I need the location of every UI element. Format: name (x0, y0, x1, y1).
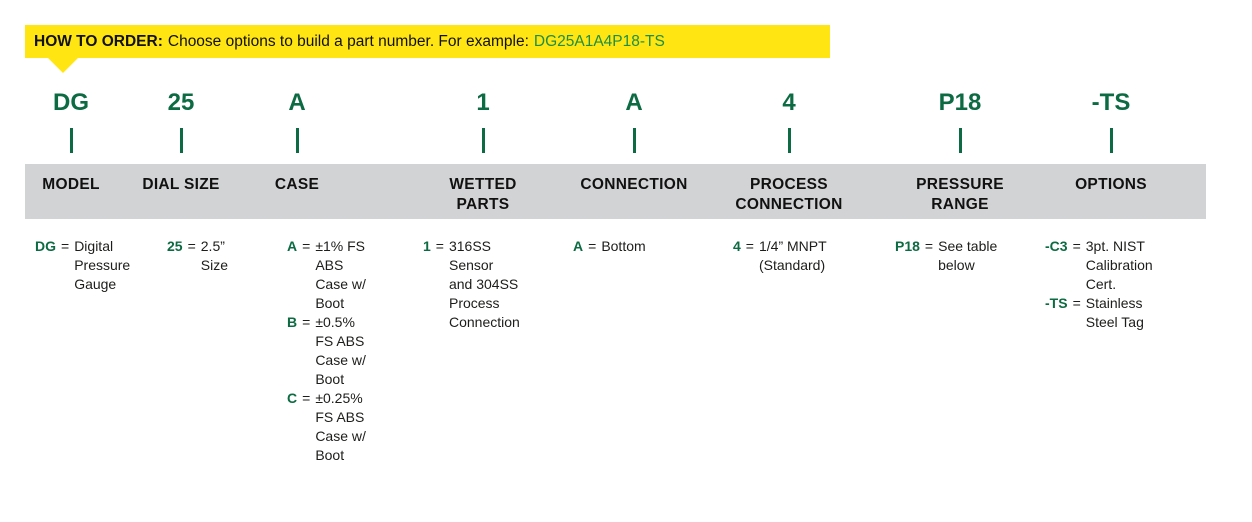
part-code-pressure-range: P18 (938, 89, 982, 116)
column-header-options: OPTIONS (1075, 176, 1147, 193)
option-code: A (573, 238, 584, 254)
option-entry: 25 = 2.5” Size (167, 237, 228, 275)
banner-instruction: Choose options to build a part number. F… (167, 32, 529, 50)
column-header-connection: CONNECTION (580, 176, 688, 193)
connector-line (296, 128, 299, 153)
option-code: B (287, 314, 298, 330)
equals-sign: = (588, 238, 597, 254)
connector-line (788, 128, 791, 153)
connector-line (180, 128, 183, 153)
option-description: 2.5” Size (200, 238, 228, 273)
connector-line (482, 128, 485, 153)
equals-sign: = (302, 238, 311, 254)
option-entry: 1 = 316SS Sensor and 304SS Process Conne… (423, 237, 520, 332)
part-code-process-connection: 4 (782, 89, 796, 116)
option-entry: -C3 = 3pt. NIST Calibration Cert. (1045, 237, 1153, 294)
option-description: 1/4” MNPT (Standard) (758, 238, 827, 273)
options-list-wetted-parts: 1 = 316SS Sensor and 304SS Process Conne… (423, 237, 520, 332)
option-description: Bottom (601, 238, 646, 254)
part-code-options: -TS (1091, 89, 1131, 116)
option-entry: P18 = See table below (895, 237, 997, 275)
connector-line (70, 128, 73, 153)
example-part-number: DG25A1A4P18-TS (533, 32, 665, 50)
option-code: P18 (895, 238, 920, 254)
column-header-wetted-parts: WETTED PARTS (449, 176, 517, 213)
column-header-case: CASE (274, 176, 320, 193)
option-entry: DG = Digital Pressure Gauge (35, 237, 130, 294)
option-entry: B = ±0.5% FS ABS Case w/ Boot (287, 313, 366, 389)
option-code: DG (35, 238, 56, 254)
banner-title: HOW TO ORDER: (34, 32, 163, 50)
options-list-dial-size: 25 = 2.5” Size (167, 237, 228, 275)
part-code-dial-size: 25 (167, 89, 195, 116)
part-code-model: DG (53, 89, 89, 116)
options-list-case: A = ±1% FS ABS Case w/ Boot B = ±0.5% FS… (287, 237, 366, 465)
option-code: -TS (1045, 295, 1068, 311)
equals-sign: = (745, 238, 754, 254)
option-description: See table below (938, 238, 998, 273)
options-list-process-connection: 4 = 1/4” MNPT (Standard) (733, 237, 827, 275)
banner-pointer-triangle (47, 57, 79, 73)
option-code: 1 (423, 238, 431, 254)
column-header-pressure-range: PRESSURE RANGE (916, 176, 1004, 213)
option-description: ±1% FS ABS Case w/ Boot (315, 238, 366, 311)
options-list-model: DG = Digital Pressure Gauge (35, 237, 130, 294)
options-list-options: -C3 = 3pt. NIST Calibration Cert. -TS = … (1045, 237, 1153, 332)
how-to-order-banner: HOW TO ORDER: Choose options to build a … (25, 25, 830, 58)
connector-line (959, 128, 962, 153)
equals-sign: = (435, 238, 444, 254)
option-entry: 4 = 1/4” MNPT (Standard) (733, 237, 827, 275)
equals-sign: = (187, 238, 196, 254)
connector-line (1110, 128, 1113, 153)
option-description: 316SS Sensor and 304SS Process Connectio… (448, 238, 520, 330)
option-description: ±0.25% FS ABS Case w/ Boot (315, 390, 366, 463)
options-list-connection: A = Bottom (573, 237, 646, 256)
option-code: A (287, 238, 298, 254)
option-description: Stainless Steel Tag (1085, 295, 1144, 330)
equals-sign: = (1072, 238, 1081, 254)
equals-sign: = (924, 238, 934, 254)
column-header-process-connection: PROCESS CONNECTION (735, 176, 843, 213)
part-code-case: A (288, 89, 306, 116)
option-entry: A = ±1% FS ABS Case w/ Boot (287, 237, 366, 313)
connector-line (633, 128, 636, 153)
option-code: C (287, 390, 298, 406)
option-code: 4 (733, 238, 741, 254)
part-code-wetted-parts: 1 (476, 89, 490, 116)
option-code: 25 (167, 238, 183, 254)
option-code: -C3 (1045, 238, 1068, 254)
option-entry: -TS = Stainless Steel Tag (1045, 294, 1153, 332)
option-description: Digital Pressure Gauge (74, 238, 131, 292)
equals-sign: = (302, 390, 311, 406)
options-list-pressure-range: P18 = See table below (895, 237, 997, 275)
option-entry: A = Bottom (573, 237, 646, 256)
equals-sign: = (1072, 295, 1081, 311)
column-header-dial-size: DIAL SIZE (142, 176, 220, 193)
equals-sign: = (302, 314, 311, 330)
header-band (25, 164, 1206, 219)
option-description: 3pt. NIST Calibration Cert. (1085, 238, 1153, 292)
column-header-model: MODEL (42, 176, 100, 193)
part-code-connection: A (625, 89, 643, 116)
option-description: ±0.5% FS ABS Case w/ Boot (315, 314, 366, 387)
option-entry: C = ±0.25% FS ABS Case w/ Boot (287, 389, 366, 465)
equals-sign: = (61, 238, 70, 254)
